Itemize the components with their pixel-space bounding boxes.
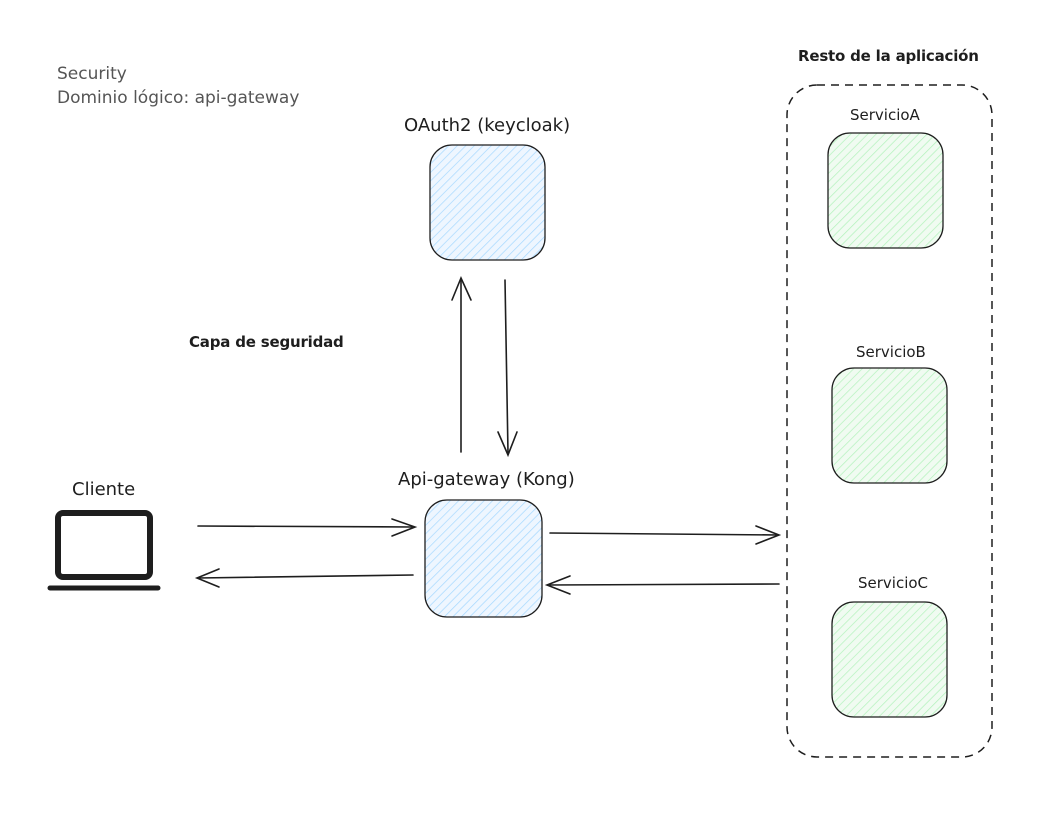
arrow-client-to-gateway — [197, 518, 418, 537]
oauth-node[interactable] — [429, 144, 546, 261]
service-c-node[interactable] — [831, 601, 948, 718]
security-layer-title: Capa de seguridad — [189, 333, 344, 351]
arrow-services-to-gateway — [544, 575, 780, 595]
note-security: Security — [57, 64, 127, 84]
arrow-gateway-to-client — [194, 568, 414, 588]
gateway-label: Api-gateway (Kong) — [398, 469, 575, 490]
rest-of-app-title: Resto de la aplicación — [798, 47, 979, 65]
arrow-gateway-to-services — [549, 525, 782, 545]
arrow-oauth-to-gateway — [497, 279, 518, 458]
service-a-node[interactable] — [827, 132, 944, 249]
rest-of-app-group — [786, 84, 993, 758]
oauth-label: OAuth2 (keycloak) — [404, 115, 571, 136]
service-b-label: ServicioB — [856, 343, 926, 361]
client-label: Cliente — [72, 479, 136, 500]
gateway-node[interactable] — [424, 499, 543, 618]
laptop-icon — [47, 510, 161, 591]
service-b-node[interactable] — [831, 367, 948, 484]
arrow-gateway-to-oauth — [451, 275, 472, 453]
note-domain: Dominio lógico: api-gateway — [57, 88, 300, 108]
service-c-label: ServicioC — [858, 574, 929, 592]
service-a-label: ServicioA — [850, 106, 920, 124]
